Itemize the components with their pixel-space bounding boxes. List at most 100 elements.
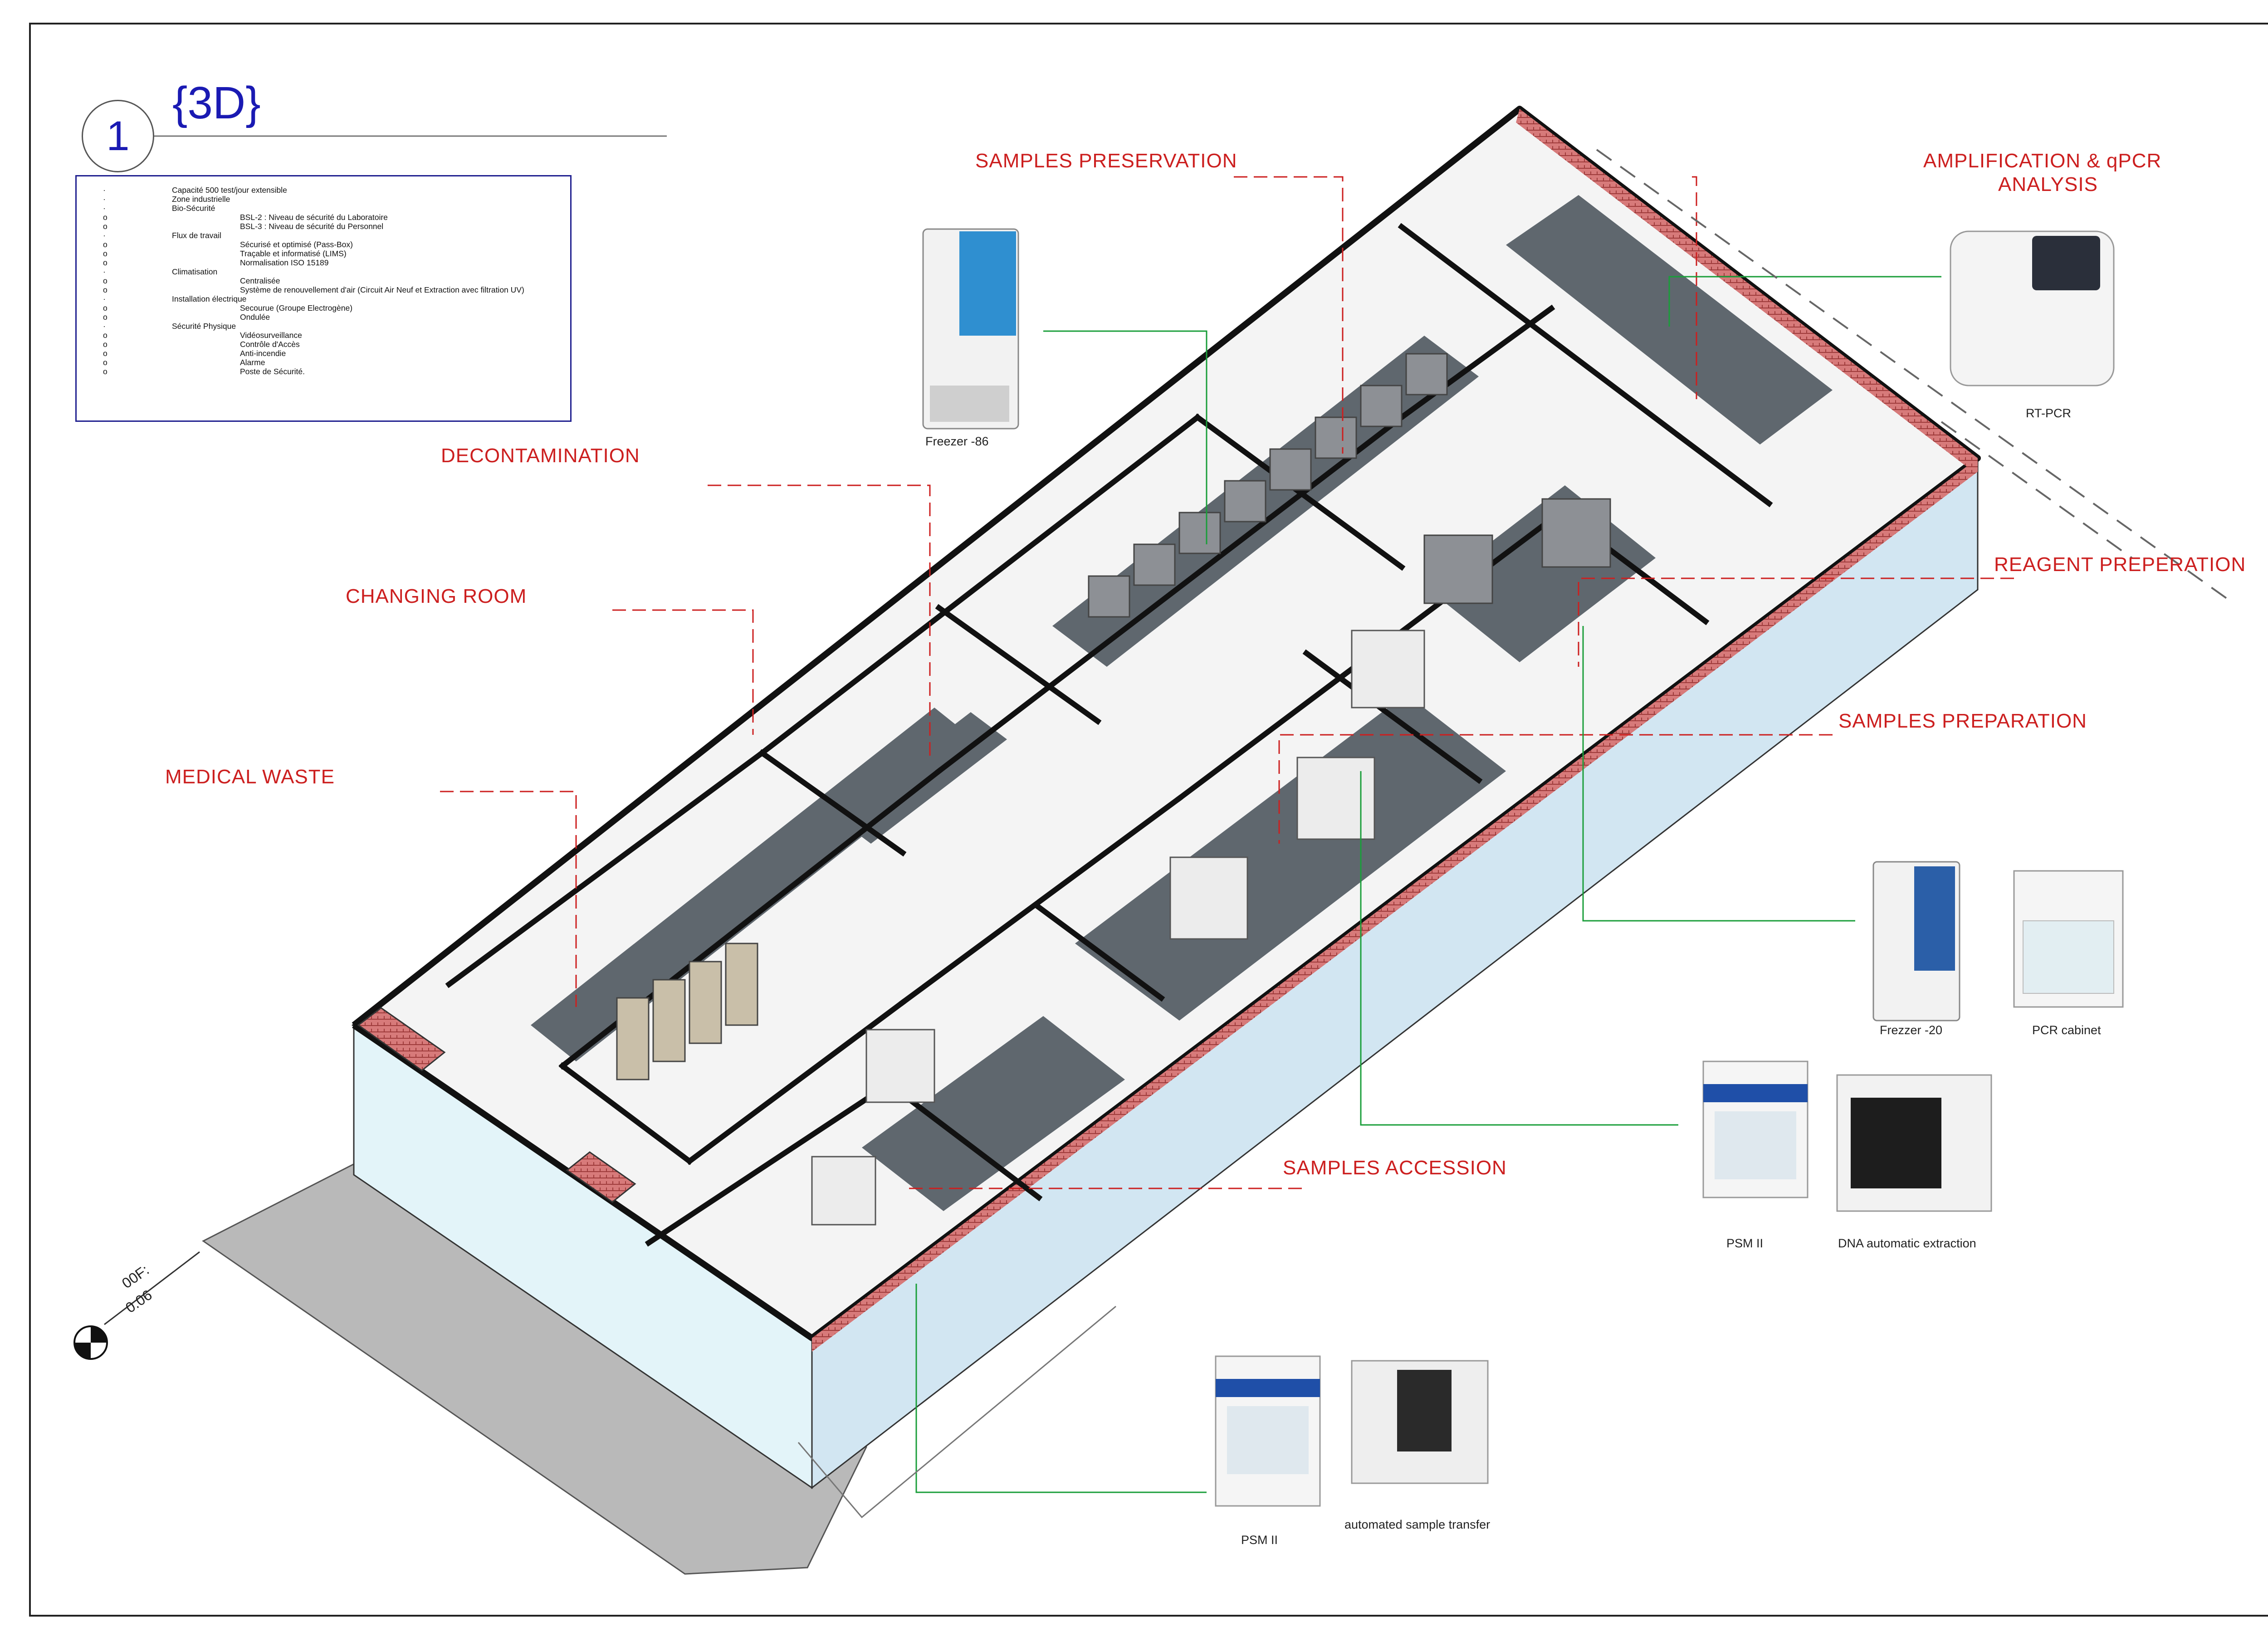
- caption-psm-ii-b: PSM II: [1241, 1533, 1278, 1547]
- north-marker: [73, 1251, 200, 1360]
- green-leaders: [915, 276, 1941, 1493]
- note-text: Sécurité Physique: [172, 322, 236, 331]
- label-decontamination: DECONTAMINATION: [441, 445, 640, 467]
- psm-ii-b-image: [1215, 1355, 1321, 1507]
- brick-block-mid: [566, 1151, 636, 1203]
- note-text: Normalisation ISO 15189: [240, 258, 329, 267]
- note-bullet: o: [103, 303, 108, 313]
- note-indent: [172, 340, 240, 349]
- note-indent: [172, 276, 240, 285]
- note-bullet: ·: [103, 204, 106, 213]
- note-indent: [172, 285, 240, 294]
- note-text: Zone industrielle: [172, 195, 230, 204]
- note-indent: [172, 240, 240, 249]
- note-text: Ondulée: [240, 313, 270, 322]
- note-indent: [172, 349, 240, 358]
- note-text: Secourue (Groupe Electrogène): [240, 303, 353, 313]
- note-bullet: o: [103, 285, 108, 294]
- note-text: Anti-incendie: [240, 349, 286, 358]
- note-text: Bio-Sécurité: [172, 204, 215, 213]
- caption-pcr-cabinet: PCR cabinet: [2032, 1023, 2101, 1037]
- underlay-outline: [797, 1305, 1116, 1519]
- note-bullet: o: [103, 313, 108, 322]
- view-title: {3D}: [172, 78, 261, 128]
- label-reagent-preperation: REAGENT PREPERATION: [1994, 553, 2246, 576]
- label-amplification-analysis: ANALYSIS: [1998, 173, 2098, 195]
- freezer-86-image: [922, 228, 1019, 430]
- note-bullet: o: [103, 258, 108, 267]
- note-bullet: ·: [103, 231, 106, 240]
- note-text: Climatisation: [172, 267, 218, 276]
- note-bullet: o: [103, 276, 108, 285]
- note-row: o Anti-incendie: [95, 349, 566, 358]
- note-text: BSL-2 : Niveau de sécurité du Laboratoir…: [240, 213, 388, 222]
- note-row: · Installation électrique: [95, 294, 566, 303]
- note-bullet: o: [103, 213, 108, 222]
- brick-band-front: [812, 458, 1978, 1352]
- note-row: · Sécurité Physique: [95, 322, 566, 331]
- reagent-fridges: [1423, 498, 1611, 604]
- caption-rt-pcr: RT-PCR: [2026, 406, 2072, 420]
- sample-transfer-image: [1351, 1360, 1489, 1484]
- project-notes: · Capacité 500 test/jour extensible · Zone …: [75, 175, 572, 422]
- label-samples-preparation: SAMPLES PREPARATION: [1838, 710, 2087, 732]
- note-row: o Traçable et informatisé (LIMS): [95, 249, 566, 258]
- note-bullet: o: [103, 249, 108, 258]
- label-changing-room: CHANGING ROOM: [346, 585, 527, 607]
- caption-freezer-20: Frezzer -20: [1880, 1023, 1943, 1037]
- guide-lines: [1596, 149, 2228, 600]
- note-text: Installation électrique: [172, 294, 247, 303]
- bio-cabinets: [811, 630, 1425, 1226]
- note-indent: [172, 331, 240, 340]
- red-leaders: [440, 176, 2014, 1189]
- note-row: o Ondulée: [95, 313, 566, 322]
- label-samples-preservation: SAMPLES PRESERVATION: [975, 150, 1237, 172]
- note-bullet: ·: [103, 195, 106, 204]
- caption-psm-ii-a: PSM II: [1726, 1236, 1764, 1250]
- note-bullet: ·: [103, 186, 106, 195]
- sheet-border: [29, 23, 2268, 1617]
- note-row: · Zone industrielle: [95, 195, 566, 204]
- decon-floor: [835, 712, 1007, 844]
- note-row: · Climatisation: [95, 267, 566, 276]
- note-text: Système de renouvellement d'air (Circuit…: [240, 285, 524, 294]
- note-bullet: o: [103, 358, 108, 367]
- note-indent: [172, 303, 240, 313]
- note-indent: [172, 249, 240, 258]
- note-row: · Bio-Sécurité: [95, 204, 566, 213]
- psm-ii-a-image: [1702, 1060, 1809, 1198]
- note-indent: [172, 222, 240, 231]
- label-samples-accession: SAMPLES ACCESSION: [1283, 1157, 1507, 1179]
- note-row: o Alarme: [95, 358, 566, 367]
- note-row: o Normalisation ISO 15189: [95, 258, 566, 267]
- caption-freezer-86: Freezer -86: [925, 435, 989, 448]
- note-bullet: o: [103, 331, 108, 340]
- note-bullet: o: [103, 240, 108, 249]
- note-text: Flux de travail: [172, 231, 221, 240]
- note-bullet: o: [103, 340, 108, 349]
- note-text: Capacité 500 test/jour extensible: [172, 186, 287, 195]
- label-amplification: AMPLIFICATION & qPCR: [1923, 150, 2162, 172]
- note-row: o Système de renouvellement d'air (Circui…: [95, 285, 566, 294]
- note-bullet: ·: [103, 267, 106, 276]
- freezer-20-image: [1872, 861, 1960, 1021]
- note-bullet: ·: [103, 322, 106, 331]
- note-text: Alarme: [240, 358, 265, 367]
- rt-pcr-image: [1950, 230, 2115, 386]
- note-text: BSL-3 : Niveau de sécurité du Personnel: [240, 222, 384, 231]
- note-text: Traçable et informatisé (LIMS): [240, 249, 347, 258]
- note-bullet: ·: [103, 294, 106, 303]
- note-bullet: o: [103, 349, 108, 358]
- brick-block-entry: [357, 1007, 446, 1071]
- dna-extraction-image: [1836, 1074, 1992, 1212]
- view-number: 1: [82, 100, 154, 172]
- brick-band-right: [1516, 109, 1978, 468]
- freezer-row: [1088, 353, 1448, 618]
